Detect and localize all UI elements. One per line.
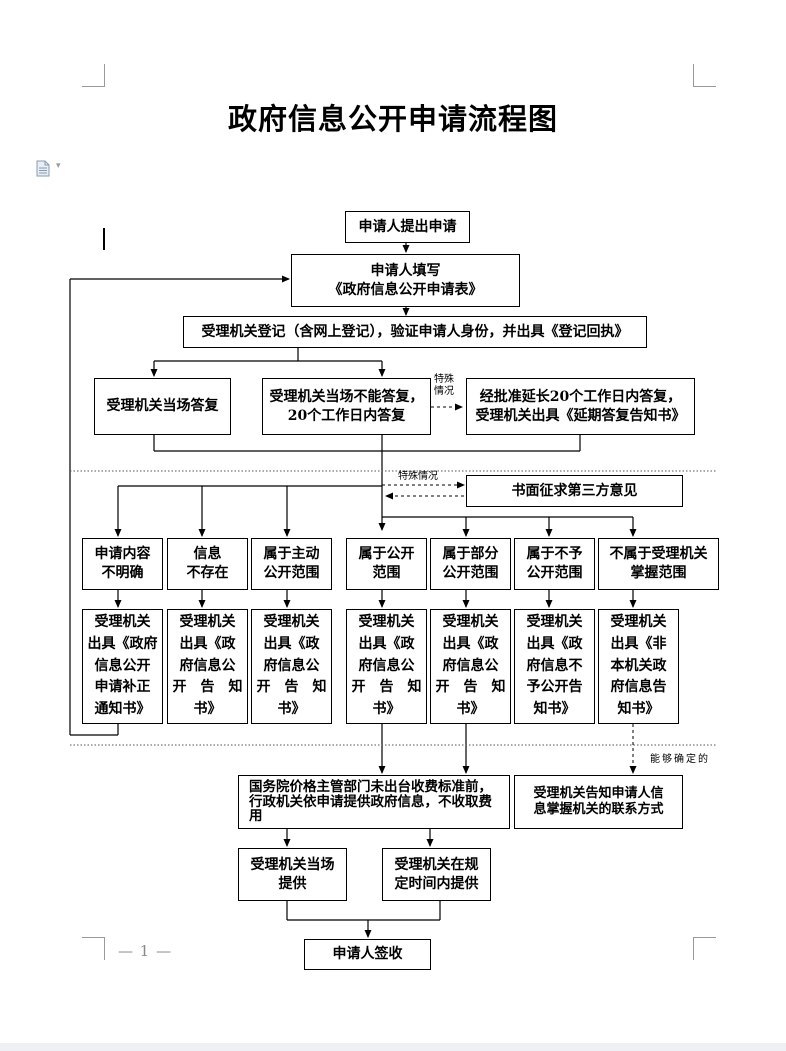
margin-mark-bottom-right xyxy=(693,937,716,960)
box-third-party-opinion: 书面征求第三方意见 xyxy=(466,475,683,507)
special-case-note-2: 特殊情况 xyxy=(398,471,438,482)
margin-mark-top-right xyxy=(693,64,716,87)
special-case-note: 特殊 情况 xyxy=(434,374,454,397)
page-title: 政府信息公开申请流程图 xyxy=(227,102,558,136)
chevron-down-icon[interactable]: ▾ xyxy=(56,161,61,171)
box-provide-on-spot: 受理机关当场 提供 xyxy=(238,848,347,901)
doc-correction-notice: 受理机关 出具《政府 信息公开 申请补正 通知书》 xyxy=(82,609,163,724)
margin-mark-top-left xyxy=(82,64,105,87)
box-extension: 经批准延长20个工作日内答复， 受理机关出具《延期答复告知书》 xyxy=(466,378,695,435)
category-partial-public: 属于部分 公开范围 xyxy=(430,538,511,590)
determinable-note: 能够确定的 xyxy=(650,754,710,765)
category-public: 属于公开 范围 xyxy=(346,538,427,590)
box-reply-within-20-days: 受理机关当场不能答复， 20个工作日内答复 xyxy=(262,378,431,435)
doc-disclosure-notice-active: 受理机关 出具《政 府信息公 开 告 知 书》 xyxy=(251,609,332,724)
box-reply-on-spot: 受理机关当场答复 xyxy=(94,378,231,435)
doc-non-disclosure-notice: 受理机关 出具《政 府信息不 予公开告 知书》 xyxy=(514,609,595,724)
doc-disclosure-notice-notexist: 受理机关 出具《政 府信息公 开 告 知 书》 xyxy=(167,609,248,724)
window-bottom-edge xyxy=(0,1043,786,1051)
doc-disclosure-notice-public: 受理机关 出具《政 府信息公 开 告 知 书》 xyxy=(346,609,427,724)
box-register: 受理机关登记（含网上登记），验证申请人身份，并出具《登记回执》 xyxy=(183,316,647,348)
box-provide-within-deadline: 受理机关在规 定时间内提供 xyxy=(382,848,491,901)
text-cursor xyxy=(103,228,105,250)
box-applicant-sign: 申请人签收 xyxy=(304,939,431,970)
page-number: — 1 — xyxy=(118,942,173,960)
category-active-disclosure: 属于主动 公开范围 xyxy=(251,538,332,590)
margin-mark-bottom-left xyxy=(82,937,105,960)
category-not-public: 属于不予 公开范围 xyxy=(514,538,595,590)
box-submit-application: 申请人提出申请 xyxy=(345,211,470,243)
category-not-exist: 信息 不存在 xyxy=(167,538,248,590)
category-not-held: 不属于受理机关 掌握范围 xyxy=(598,538,719,590)
box-no-fee: 国务院价格主管部门未出台收费标准前， 行政机关依申请提供政府信息，不收取费 用 xyxy=(238,775,510,829)
doc-not-held-notice: 受理机关 出具《非 本机关政 府信息告 知书》 xyxy=(598,609,679,724)
box-inform-contact: 受理机关告知申请人信 息掌握机关的联系方式 xyxy=(514,775,683,829)
box-fill-application-form: 申请人填写 《政府信息公开申请表》 xyxy=(291,254,520,307)
document-icon[interactable] xyxy=(36,160,50,177)
doc-disclosure-notice-partial: 受理机关 出具《政 府信息公 开 告 知 书》 xyxy=(430,609,511,724)
category-unclear: 申请内容 不明确 xyxy=(82,538,163,590)
